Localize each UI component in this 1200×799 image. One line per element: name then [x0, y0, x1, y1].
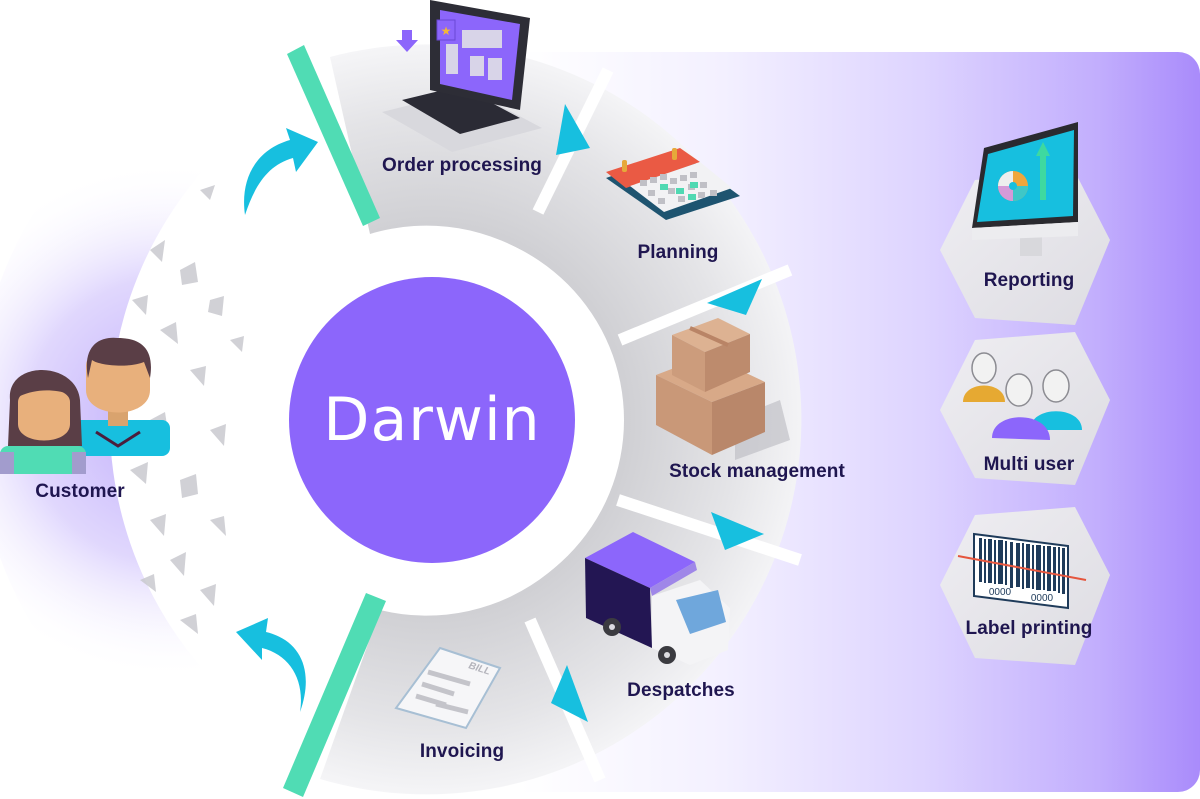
- step-planning-label: Planning: [637, 242, 719, 263]
- bill-icon: BILL: [394, 646, 502, 730]
- customers-icon: [0, 337, 170, 474]
- step-stock-management-label: Stock management: [669, 461, 845, 482]
- feature-multi-user-label: Multi user: [983, 454, 1075, 475]
- svg-text:0000: 0000: [989, 587, 1012, 598]
- flow-arrow-4-icon: [551, 665, 588, 722]
- darwin-core-circle: [289, 277, 575, 563]
- step-order-processing-label: Order processing: [382, 155, 542, 176]
- exit-bar: [283, 593, 386, 797]
- darwin-brand: Darwin: [323, 385, 541, 455]
- flow-arrow-2-icon: [707, 279, 762, 315]
- curved-arrow-up-icon: [244, 128, 318, 215]
- svg-text:0000: 0000: [1031, 593, 1054, 604]
- barcode-icon: 0000 0000: [957, 532, 1087, 610]
- customer-label: Customer: [35, 481, 125, 502]
- users-icon: [963, 352, 1082, 440]
- feature-label-printing-label: Label printing: [965, 618, 1093, 639]
- laptop-icon: ★: [382, 0, 542, 152]
- svg-text:★: ★: [441, 24, 452, 38]
- boxes-icon: [656, 318, 790, 460]
- step-despatches-label: Despatches: [627, 680, 735, 701]
- flow-arrow-3-icon: [711, 512, 764, 550]
- calendar-icon: [606, 148, 740, 220]
- step-invoicing-label: Invoicing: [419, 741, 505, 762]
- monitor-chart-icon: [972, 122, 1078, 256]
- feature-reporting-label: Reporting: [983, 270, 1075, 291]
- flow-arrow-1-icon: [556, 104, 590, 155]
- entry-bar: [287, 45, 380, 226]
- truck-icon: [585, 532, 730, 665]
- curved-arrow-down-icon: [236, 618, 306, 712]
